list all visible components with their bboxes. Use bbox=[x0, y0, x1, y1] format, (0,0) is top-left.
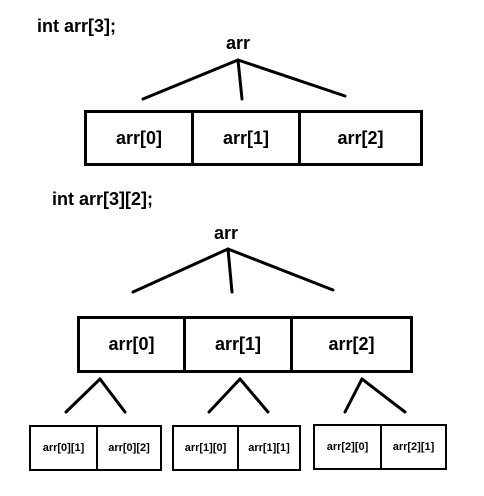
declaration-1d: int arr[3]; bbox=[37, 16, 117, 36]
array-2d-row-box bbox=[77, 316, 413, 373]
array-2d-row: arr[0] bbox=[108, 334, 155, 354]
array-1d-element: arr[0] bbox=[115, 127, 163, 148]
connector-arr2-to-right bbox=[360, 377, 407, 414]
array-2d-divider-2 bbox=[290, 316, 293, 373]
connector-arr0-to-right bbox=[98, 377, 127, 414]
connector-arr2d-to-arr1 bbox=[226, 247, 234, 294]
root-label-2d: arr bbox=[214, 223, 239, 243]
child-group-0 bbox=[29, 425, 162, 471]
array-2d-row: arr[1] bbox=[214, 334, 262, 354]
array-2d-row: arr[2] bbox=[328, 334, 375, 354]
array-1d-divider-1 bbox=[191, 110, 194, 166]
child-group-1 bbox=[172, 425, 301, 471]
connector-arr2d-to-arr2 bbox=[226, 247, 335, 292]
connector-arr2-to-left bbox=[343, 377, 364, 414]
child-group-1-divider bbox=[237, 425, 239, 471]
array-2d-divider-1 bbox=[183, 316, 186, 373]
connector-arr1-to-right bbox=[238, 377, 270, 414]
child-element: arr[0][2] bbox=[108, 442, 150, 454]
child-group-0-divider bbox=[96, 425, 98, 471]
child-element: arr[2][1] bbox=[392, 441, 435, 453]
connector-arr1-to-left bbox=[207, 377, 242, 414]
connector-arr-to-arr1 bbox=[236, 58, 244, 101]
child-element: arr[1][1] bbox=[248, 442, 290, 454]
connector-arr0-to-left bbox=[64, 377, 102, 414]
connector-arr-to-arr2 bbox=[236, 58, 347, 98]
array-1d-divider-2 bbox=[298, 110, 301, 166]
child-element: arr[0][1] bbox=[42, 442, 85, 454]
array-1d-box bbox=[84, 110, 423, 166]
connector-arr2d-to-arr0 bbox=[131, 247, 230, 294]
array-1d-element: arr[2] bbox=[337, 127, 384, 148]
array-1d-element: arr[1] bbox=[222, 127, 270, 148]
declaration-2d: int arr[3][2]; bbox=[52, 189, 154, 209]
root-label-1d: arr bbox=[226, 33, 251, 53]
child-group-2-divider bbox=[380, 424, 382, 470]
child-element: arr[2][0] bbox=[326, 441, 369, 453]
connector-arr-to-arr0 bbox=[141, 58, 240, 101]
child-element: arr[1][0] bbox=[184, 442, 227, 454]
